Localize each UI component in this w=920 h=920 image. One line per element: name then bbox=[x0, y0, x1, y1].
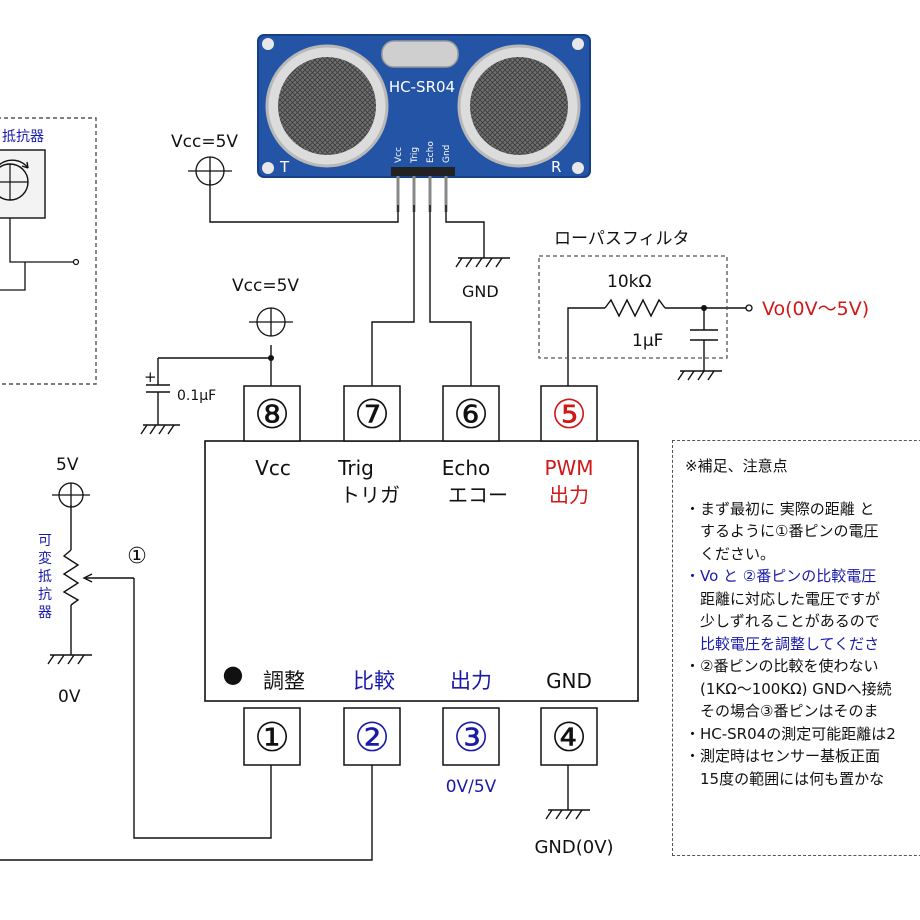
note-line: ・HC-SR04の測定可能距離は2 bbox=[685, 724, 896, 743]
ground-icon-cap bbox=[140, 424, 180, 435]
filter-capacitor bbox=[690, 329, 718, 341]
sensor-pin-vcc: Vcc bbox=[394, 147, 404, 163]
note-line: ・②番ピンの比較を使わない bbox=[685, 657, 879, 675]
note-line: (1KΩ〜100KΩ) GNDへ接続 bbox=[685, 679, 892, 698]
cap-plus-label: + bbox=[144, 368, 157, 386]
ground-icon-pot bbox=[47, 654, 92, 665]
pin5-label: PWM bbox=[544, 456, 593, 480]
note-line: ・まず最初に 実際の距離 と bbox=[685, 499, 875, 518]
wiper-arrow-icon bbox=[82, 573, 134, 583]
pot-name: 可 変 抵 抗 器 bbox=[38, 533, 52, 621]
pot-vcc-symbol bbox=[52, 482, 90, 508]
lowpass-filter-box bbox=[538, 255, 728, 359]
sensor-pin-trig: Trig bbox=[410, 147, 420, 164]
vcc-top-label: Vcc=5V bbox=[171, 132, 238, 152]
potentiometer-icon bbox=[62, 549, 80, 606]
note-line: ・Vo と ②番ピンの比較電圧 bbox=[685, 567, 877, 585]
pot-name-char: 抵 bbox=[38, 569, 52, 585]
note-line: その場合③番ピンはそのま bbox=[685, 702, 879, 720]
sensor-pin-gnd: Gnd bbox=[442, 145, 452, 163]
vcc-symbol-top bbox=[188, 156, 232, 186]
lowpass-title: ローパスフィルタ bbox=[554, 229, 690, 249]
resistor-label: 10kΩ bbox=[607, 272, 651, 292]
pin7-number: ⑦ bbox=[354, 392, 390, 438]
left-edge-mark: l bbox=[0, 414, 2, 438]
note-line: 距離に対応した電圧ですが bbox=[685, 589, 881, 608]
gnd-bottom-label: GND(0V) bbox=[534, 837, 613, 858]
pot-marker: ① bbox=[127, 544, 147, 569]
pin8-label: Vcc bbox=[255, 456, 291, 480]
crystal-icon bbox=[381, 40, 459, 68]
ground-icon-pin4 bbox=[545, 809, 590, 820]
pin1-dot-icon: ● bbox=[223, 660, 244, 688]
notes-panel: ※補足、注意点 ・まず最初に 実際の距離 と するように①番ピンの電圧 ください… bbox=[672, 440, 920, 856]
pin1-label: 調整 bbox=[263, 669, 305, 693]
pin4-label: GND bbox=[546, 669, 592, 693]
ic-bottom-pins bbox=[243, 707, 598, 766]
note-line: ・測定時はセンサー基板正面 bbox=[685, 747, 881, 765]
wires bbox=[0, 180, 746, 861]
pin7-sublabel: トリガ bbox=[340, 483, 400, 507]
pin5-sublabel: 出力 bbox=[549, 483, 589, 507]
pot-name-char: 可 bbox=[38, 533, 52, 549]
sensor-model-label: HC-SR04 bbox=[389, 78, 455, 96]
ground-icon-filter bbox=[677, 370, 722, 381]
hc-sr04-module: HC-SR04 T R Vcc Trig Echo Gnd bbox=[257, 34, 591, 178]
note-line: 少しずれることがあるので bbox=[685, 612, 880, 630]
pot-0v-label: 0V bbox=[58, 687, 81, 707]
resistor-icon bbox=[604, 298, 666, 318]
pin3-number: ③ bbox=[453, 715, 489, 761]
vo-label: Vo(0V〜5V) bbox=[762, 298, 869, 320]
vcc-mid-label: Vcc=5V bbox=[232, 276, 299, 296]
note-line: ください。 bbox=[685, 544, 776, 563]
gnd-sensor-label: GND bbox=[462, 282, 499, 301]
sensor-header-pins bbox=[396, 176, 448, 212]
pin8-number: ⑧ bbox=[254, 392, 290, 438]
vcc-symbol-mid bbox=[249, 307, 293, 337]
ic-body bbox=[204, 440, 639, 702]
capacitor-label: 1μF bbox=[632, 331, 663, 351]
decoupling-capacitor bbox=[146, 358, 170, 425]
pin5-number: ⑤ bbox=[551, 392, 587, 438]
pot-5v-label: 5V bbox=[56, 455, 79, 475]
left-box-title: 抵抗器 bbox=[2, 129, 44, 145]
output-levels-label: 0V/5V bbox=[446, 777, 497, 797]
pot-name-char: 変 bbox=[38, 550, 52, 567]
sensor-r-label: R bbox=[551, 158, 561, 176]
pin6-label: Echo bbox=[442, 456, 491, 480]
ic-top-pins bbox=[243, 385, 598, 442]
left-resistor-box: 抵抗器 bbox=[0, 117, 97, 385]
ground-icon-sensor bbox=[455, 257, 510, 268]
pin3-label: 出力 bbox=[450, 669, 492, 693]
note-line: するように①番ピンの電圧 bbox=[685, 522, 879, 540]
notes-title: ※補足、注意点 bbox=[685, 457, 788, 475]
pin6-number: ⑥ bbox=[453, 392, 489, 438]
cap-value-label: 0.1μF bbox=[177, 388, 216, 404]
pin2-number: ② bbox=[354, 715, 390, 761]
pin1-number: ① bbox=[254, 715, 290, 761]
sensor-pin-echo: Echo bbox=[426, 141, 436, 163]
pot-name-char: 抗 bbox=[38, 587, 52, 603]
pin6-sublabel: エコー bbox=[448, 483, 508, 507]
note-line: 15度の範囲には何も置かな bbox=[685, 769, 885, 788]
pin2-label: 比較 bbox=[353, 669, 395, 693]
pin7-label: Trig bbox=[337, 456, 374, 480]
sensor-t-label: T bbox=[279, 158, 290, 176]
note-line: 比較電圧を調整してくださ bbox=[685, 634, 880, 653]
pin4-number: ④ bbox=[551, 715, 587, 761]
pot-name-char: 器 bbox=[38, 605, 52, 621]
